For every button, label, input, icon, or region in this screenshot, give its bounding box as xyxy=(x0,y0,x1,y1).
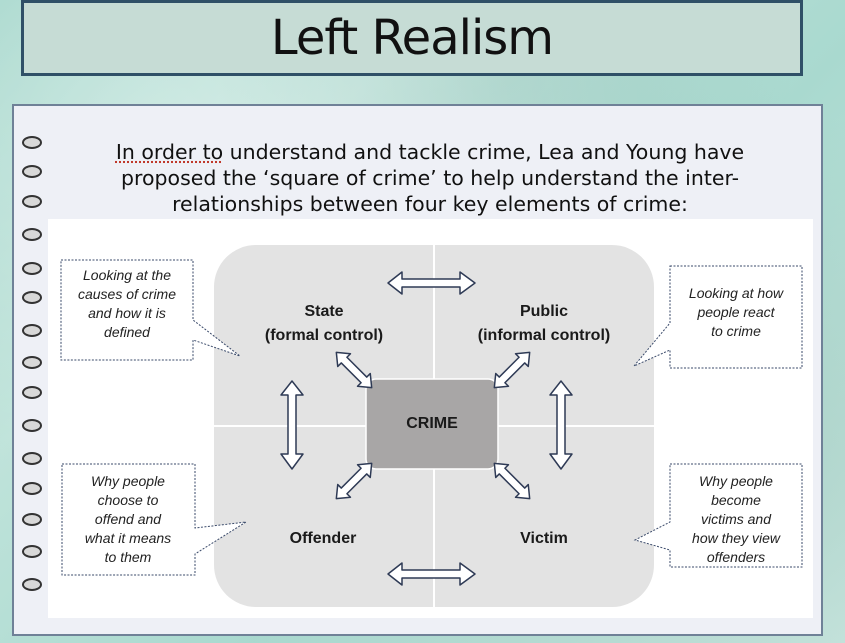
crime-box xyxy=(365,378,499,470)
intro-rest: understand and tackle crime, Lea and You… xyxy=(120,140,745,216)
note-line: to them xyxy=(104,549,152,565)
binding-ring xyxy=(22,545,42,558)
victim-label: Victim xyxy=(520,530,568,547)
callout-top-left xyxy=(60,259,241,361)
binding-ring xyxy=(22,262,42,275)
note-bottom-right: Why people become victims and how they v… xyxy=(672,472,800,567)
note-top-left: Looking at the causes of crime and how i… xyxy=(63,266,191,342)
binding-ring xyxy=(22,324,42,337)
arrow-public-victim xyxy=(549,380,573,470)
binding-ring xyxy=(22,386,42,399)
intro-text: In order to understand and tackle crime,… xyxy=(80,139,780,217)
callout-bottom-left xyxy=(61,463,247,576)
arrow-state-crime xyxy=(335,351,373,389)
note-line: people react xyxy=(697,304,775,320)
binding-ring xyxy=(22,356,42,369)
public-title: Public xyxy=(519,303,568,320)
arrow-public-crime xyxy=(493,351,531,389)
callout-bottom-right xyxy=(633,463,803,568)
binding-ring xyxy=(22,136,42,149)
binding-ring xyxy=(22,578,42,591)
arrow-offender-victim xyxy=(387,562,476,586)
binding-ring xyxy=(22,195,42,208)
note-line: Why people xyxy=(91,473,165,489)
note-line: victims and xyxy=(700,511,772,527)
note-line: offenders xyxy=(706,549,766,565)
binding-ring xyxy=(22,291,42,304)
note-line: choose to xyxy=(97,492,159,508)
binding-ring xyxy=(22,482,42,495)
note-bottom-left: Why people choose to offend and what it … xyxy=(63,472,193,567)
intro-underlined: In order to xyxy=(115,140,224,164)
state-title: State xyxy=(304,303,344,320)
offender-label: Offender xyxy=(289,530,357,547)
arrow-offender-crime xyxy=(335,462,373,500)
note-top-right: Looking at how people react to crime xyxy=(672,284,800,341)
note-line: and how it is xyxy=(88,305,166,321)
note-line: Looking at the xyxy=(83,267,171,283)
binding-ring xyxy=(22,228,42,241)
title-banner: Left Realism xyxy=(21,0,803,76)
public-subtitle: (informal control) xyxy=(477,327,611,344)
binding-ring xyxy=(22,419,42,432)
note-line: become xyxy=(711,492,761,508)
note-line: Looking at how xyxy=(688,285,784,301)
state-subtitle: (formal control) xyxy=(264,327,384,344)
binding-ring xyxy=(22,452,42,465)
callout-top-right xyxy=(633,265,803,369)
page-title: Left Realism xyxy=(270,10,554,66)
note-line: causes of crime xyxy=(77,286,177,302)
note-line: what it means xyxy=(84,530,172,546)
note-line: offend and xyxy=(94,511,162,527)
public-label: Public (informal control) xyxy=(464,300,624,348)
note-line: to crime xyxy=(711,323,761,339)
arrow-state-public xyxy=(387,271,476,295)
arrow-victim-crime xyxy=(493,462,531,500)
note-line: how they view xyxy=(692,530,780,546)
binding-ring xyxy=(22,513,42,526)
note-line: defined xyxy=(104,324,150,340)
crime-label: CRIME xyxy=(406,415,458,432)
state-label: State (formal control) xyxy=(244,300,404,348)
note-line: Why people xyxy=(699,473,773,489)
binding-ring xyxy=(22,165,42,178)
arrow-state-offender xyxy=(280,380,304,470)
